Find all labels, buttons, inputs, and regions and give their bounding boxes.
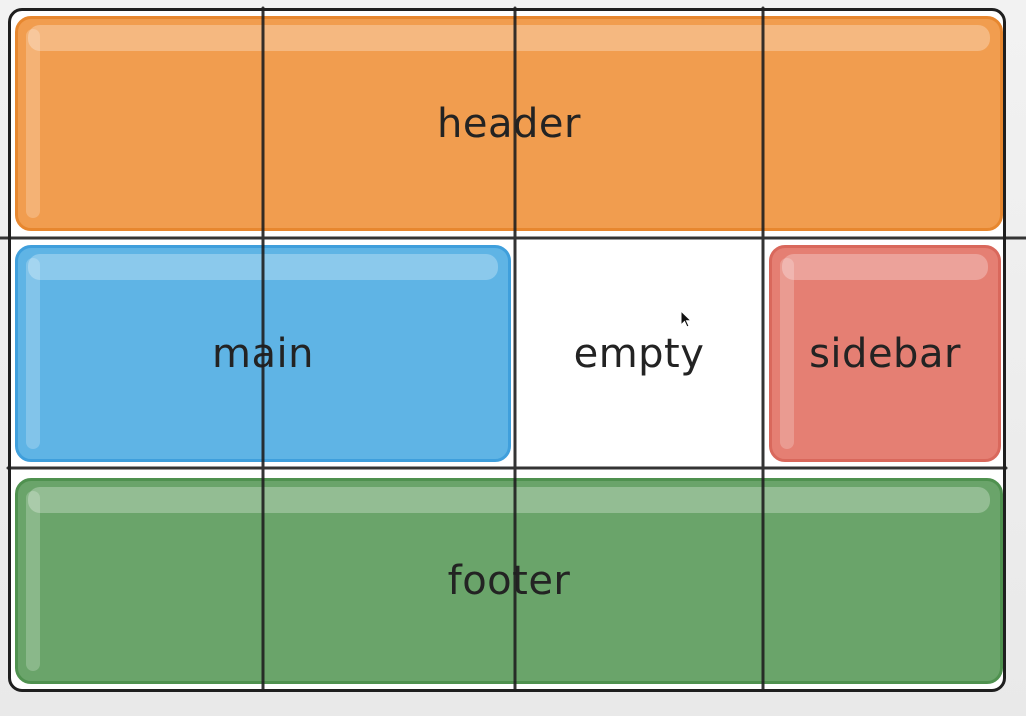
header-area: header [15,16,1003,231]
header-label: header [437,100,581,147]
main-area: main [15,245,511,462]
footer-area: footer [15,478,1003,684]
empty-label: empty [573,330,705,377]
empty-area: empty [520,245,758,462]
footer-label: footer [447,558,571,604]
main-label: main [212,330,314,377]
mouse-pointer-icon [680,310,692,328]
sidebar-label: sidebar [809,330,961,377]
sidebar-area: sidebar [769,245,1001,462]
